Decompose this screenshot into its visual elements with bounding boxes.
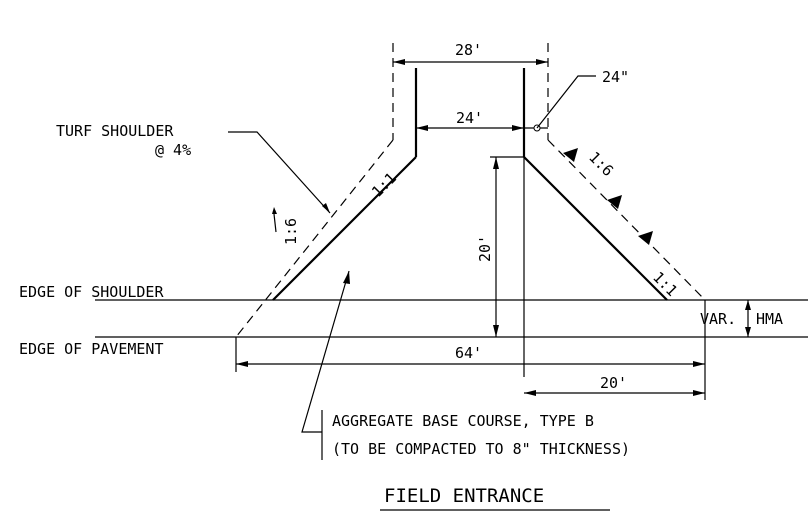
depth-label: 20' xyxy=(476,235,494,262)
left-inner-slope-label: 1:1 xyxy=(368,169,400,201)
arrowhead xyxy=(693,390,705,396)
arrowhead xyxy=(493,157,499,169)
arrowhead xyxy=(693,361,705,367)
slope-arrow-marker xyxy=(563,148,578,162)
var-label: VAR. xyxy=(700,310,736,328)
arrowhead xyxy=(236,361,248,367)
slope-arrow-marker xyxy=(607,195,622,209)
turf-shoulder-leader xyxy=(228,131,331,214)
offset-label: 24" xyxy=(602,68,629,86)
right-taper-line xyxy=(523,156,668,301)
arrowhead xyxy=(745,327,751,337)
offset-leader xyxy=(536,75,596,129)
right-shoulder-slope xyxy=(547,139,706,301)
bottom-width-label: 64' xyxy=(455,344,482,362)
left-shoulder-slope xyxy=(235,139,394,338)
left-taper-line xyxy=(272,156,417,301)
left-shoulder-slope-label: 1:6 xyxy=(282,218,300,245)
arrowhead xyxy=(322,203,330,213)
arrowhead xyxy=(512,125,524,131)
arrowhead xyxy=(536,59,548,65)
right-shoulder-slope-label: 1:6 xyxy=(585,148,617,180)
arrowhead xyxy=(343,271,350,284)
arrowhead xyxy=(524,390,536,396)
arrowhead xyxy=(272,207,277,214)
turf-shoulder-label-1: TURF SHOULDER xyxy=(56,122,174,140)
arrowhead xyxy=(416,125,428,131)
slope-arrow-marker xyxy=(638,231,653,245)
aggregate-label-2: (TO BE COMPACTED TO 8" THICKNESS) xyxy=(332,440,630,458)
left-slope-arrow xyxy=(273,213,277,233)
top-width-label: 28' xyxy=(455,41,482,59)
arrowhead xyxy=(745,300,751,310)
aggregate-label-1: AGGREGATE BASE COURSE, TYPE B xyxy=(332,412,594,430)
diagram-title: FIELD ENTRANCE xyxy=(384,485,544,507)
hma-label: HMA xyxy=(756,310,783,328)
right-inner-slope-label: 1:1 xyxy=(649,268,681,300)
aggregate-leader xyxy=(301,270,350,433)
arrowhead xyxy=(393,59,405,65)
turf-shoulder-label-2: @ 4% xyxy=(155,141,191,159)
edge-of-pavement-label: EDGE OF PAVEMENT xyxy=(19,340,164,358)
inner-width-label: 24' xyxy=(456,109,483,127)
half-width-label: 20' xyxy=(600,374,627,392)
edge-of-shoulder-label: EDGE OF SHOULDER xyxy=(19,283,164,301)
arrowhead xyxy=(493,325,499,337)
